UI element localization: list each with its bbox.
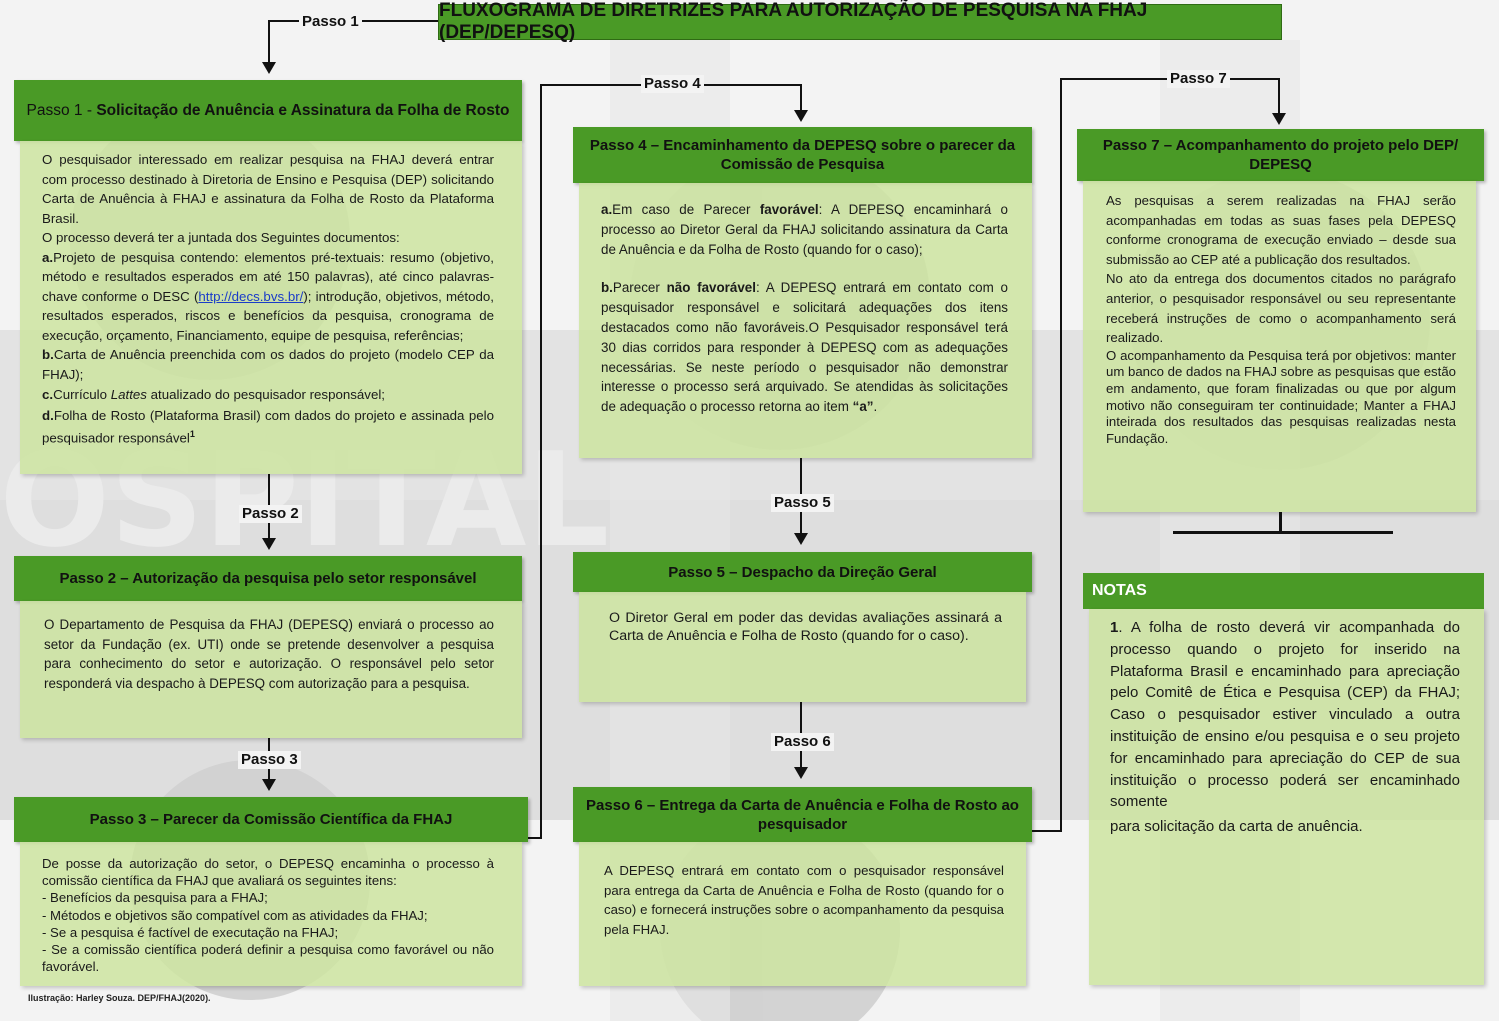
step-3-item-2: - Métodos e objetivos são compatível com… <box>42 907 428 923</box>
step-7-header: Passo 7 – Acompanhamento do projeto pelo… <box>1077 129 1484 181</box>
connector-5-label: Passo 5 <box>771 494 834 512</box>
connector-3-arrow-icon <box>262 779 276 791</box>
connector-6-label: Passo 6 <box>771 733 834 751</box>
step-6-body: A DEPESQ entrará em contato com o pesqui… <box>579 842 1026 986</box>
connector-1-label: Passo 1 <box>299 13 362 31</box>
step-1-title: Solicitação de Anuência e Assinatura da … <box>96 102 510 119</box>
decs-link[interactable]: http://decs.bvs.br/ <box>198 288 304 304</box>
step-1-prefix: Passo 1 - <box>26 102 97 119</box>
connector-1-arrow-icon <box>262 62 276 74</box>
step-4-body: a.Em caso de Parecer favorável: A DEPESQ… <box>579 183 1032 458</box>
step-3-header: Passo 3 – Parecer da Comissão Científica… <box>14 797 528 842</box>
step-1-intro: O pesquisador interessado em realizar pe… <box>42 152 494 226</box>
step-7-para-3: O acompanhamento da Pesquisa terá por ob… <box>1106 347 1456 446</box>
step-7-para-1: As pesquisas a serem realizadas na FHAJ … <box>1106 193 1456 267</box>
step-5-body: O Diretor Geral em poder das devidas ava… <box>579 592 1026 702</box>
step-6-text: A DEPESQ entrará em contato com o pesqui… <box>604 863 1004 937</box>
step-3-item-1: - Benefícios da pesquisa para a FHAJ; <box>42 890 268 906</box>
connector-4-vertical-right <box>800 84 802 111</box>
notes-item-1-end: para solicitação da carta de anuência. <box>1110 818 1363 836</box>
step-3-item-4: - Se a comissão científica poderá defini… <box>42 942 494 975</box>
connector-7-stub <box>1032 830 1062 832</box>
step-4-item-b: b.Parecer não favorável: A DEPESQ entrar… <box>601 280 1008 415</box>
step-3-body: De posse da autorização do setor, o DEPE… <box>20 842 522 986</box>
step-5-text: O Diretor Geral em poder das devidas ava… <box>609 610 1002 644</box>
step-2-body: O Departamento de Pesquisa da FHAJ (DEPE… <box>20 601 522 738</box>
step-1-docs-intro: O processo deverá ter a juntada dos Segu… <box>42 230 400 245</box>
connector-6-arrow-icon <box>794 767 808 779</box>
connector-7-arrow-icon <box>1272 113 1286 125</box>
step-2-text: O Departamento de Pesquisa da FHAJ (DEPE… <box>44 617 494 691</box>
connector-2-arrow-icon <box>262 538 276 550</box>
connector-5-arrow-icon <box>794 533 808 545</box>
diagram-title: FLUXOGRAMA DE DIRETRIZES PARA AUTORIZAÇÃ… <box>438 0 1282 43</box>
step-4-item-a: a.Em caso de Parecer favorável: A DEPESQ… <box>601 202 1008 257</box>
notes-body: 1. A folha de rosto deverá vir acompanha… <box>1089 609 1484 985</box>
connector-4-vertical-left <box>540 84 542 839</box>
step-1-item-a: a.Projeto de pesquisa contendo: elemento… <box>42 249 495 343</box>
step-2-header: Passo 2 – Autorização da pesquisa pelo s… <box>14 556 522 601</box>
connector-4-stub <box>528 837 542 839</box>
step-1-header: Passo 1 - Solicitação de Anuência e Assi… <box>14 80 522 141</box>
step-1-item-d: d.Folha de Rosto (Plataforma Brasil) com… <box>42 407 494 446</box>
notes-header: NOTAS <box>1083 573 1484 609</box>
connector-4-label: Passo 4 <box>641 75 704 93</box>
step-5-header: Passo 5 – Despacho da Direção Geral <box>573 552 1032 592</box>
connector-7-vertical-right <box>1278 78 1280 114</box>
step-1-body: O pesquisador interessado em realizar pe… <box>20 141 522 474</box>
connector-2-label: Passo 2 <box>239 505 302 523</box>
step-3-item-3: - Se a pesquisa é factível de executação… <box>42 924 339 940</box>
notes-item-1: 1. A folha de rosto deverá vir acompanha… <box>1110 619 1460 811</box>
illustration-credit: Ilustração: Harley Souza. DEP/FHAJ(2020)… <box>28 993 211 1003</box>
end-connector <box>1279 512 1282 532</box>
connector-4-arrow-icon <box>794 110 808 122</box>
connector-3-label: Passo 3 <box>238 751 301 769</box>
connector-7-label: Passo 7 <box>1167 70 1230 88</box>
connector-1-vertical <box>268 20 270 63</box>
step-1-item-c: c.Currículo Lattes atualizado do pesquis… <box>42 387 385 402</box>
step-1-item-b: b.Carta de Anuência preenchida com os da… <box>42 347 494 382</box>
step-7-body: As pesquisas a serem realizadas na FHAJ … <box>1083 181 1476 512</box>
step-4-header: Passo 4 – Encaminhamento da DEPESQ sobre… <box>573 127 1032 183</box>
step-6-header: Passo 6 – Entrega da Carta de Anuência e… <box>573 787 1032 842</box>
step-7-para-2: No ato da entrega dos documentos citados… <box>1106 271 1456 346</box>
step-3-intro: De posse da autorização do setor, o DEPE… <box>42 856 494 889</box>
end-terminator-bar <box>1173 531 1393 534</box>
connector-7-vertical-left <box>1060 78 1062 832</box>
